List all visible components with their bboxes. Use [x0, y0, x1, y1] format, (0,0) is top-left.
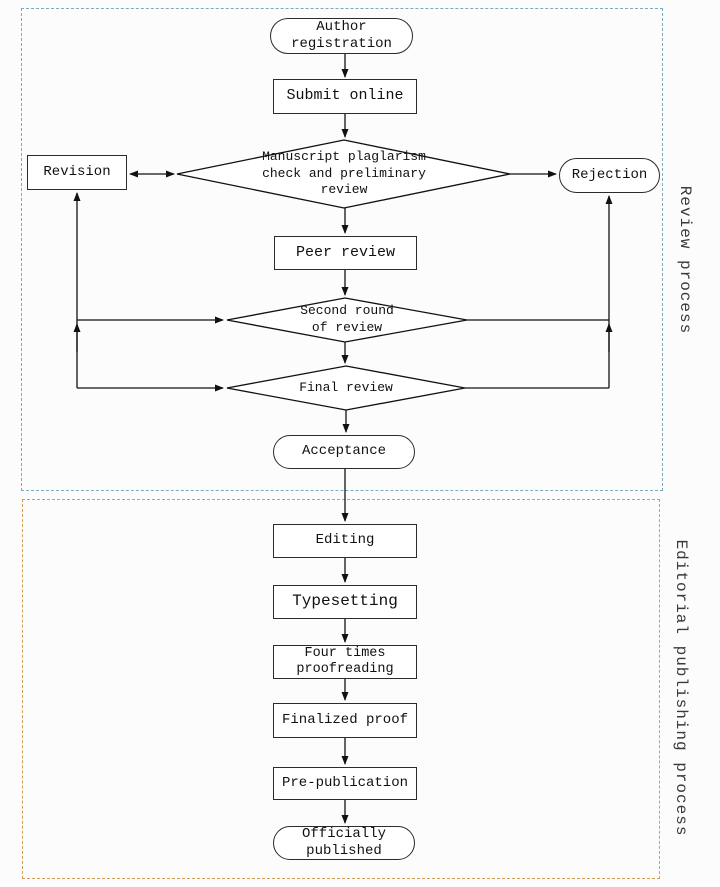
- node-author-registration: Author registration: [270, 18, 413, 54]
- node-acceptance: Acceptance: [273, 435, 415, 469]
- editorial-process-section-border: [22, 499, 660, 879]
- node-rejection: Rejection: [559, 158, 660, 193]
- node-officially-published: Officially published: [273, 826, 415, 860]
- label-plagiarism-check: Manuscript plaglarism check and prelimin…: [262, 148, 426, 198]
- node-peer-review: Peer review: [274, 236, 417, 270]
- node-four-times-proofreading: Four times proofreading: [273, 645, 417, 679]
- node-submit-online: Submit online: [273, 79, 417, 114]
- node-typesetting: Typesetting: [273, 585, 417, 619]
- label-final-review: Final review: [299, 379, 393, 395]
- diamond-plagiarism-check: [176, 139, 511, 209]
- label-second-round: Second round of review: [300, 303, 394, 335]
- node-revision: Revision: [27, 155, 127, 190]
- node-finalized-proof: Finalized proof: [273, 703, 417, 738]
- node-pre-publication: Pre-publication: [273, 767, 417, 800]
- review-process-section-border: [21, 8, 663, 491]
- node-editing: Editing: [273, 524, 417, 558]
